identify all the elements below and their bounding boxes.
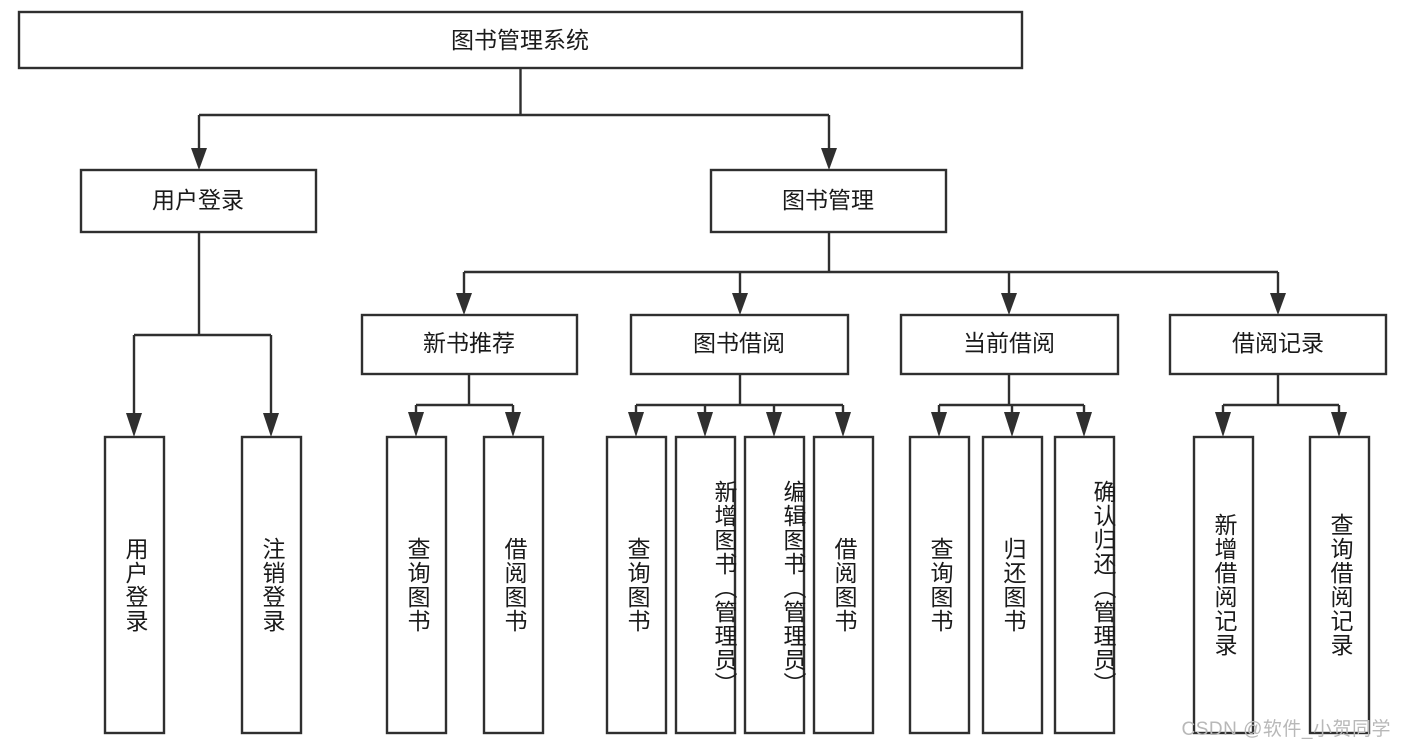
arrow-head-leaf-add-record	[1215, 412, 1231, 437]
node-book-borrow[interactable]: 图书借阅	[629, 313, 850, 376]
connector-group-book-manage	[456, 232, 1286, 315]
arrow-head-leaf-query-book-2	[628, 412, 644, 437]
arrow-head-leaf-add-book	[697, 412, 713, 437]
node-leaf-query-book-1-box[interactable]	[385, 435, 448, 735]
connector-group-borrow-records	[1215, 374, 1347, 437]
arrow-head-leaf-logout	[263, 413, 279, 437]
connector-group-root	[191, 68, 837, 170]
arrow-head-leaf-query-book-3	[931, 412, 947, 437]
node-current-borrow-label: 当前借阅	[963, 330, 1055, 356]
node-borrow-records[interactable]: 借阅记录	[1168, 313, 1388, 376]
node-leaf-add-book-box[interactable]	[674, 435, 737, 735]
node-new-book-recommend-label: 新书推荐	[423, 330, 515, 356]
node-leaf-query-book-2-box[interactable]	[605, 435, 668, 735]
node-user-login-label: 用户登录	[152, 187, 244, 213]
node-root-box[interactable]	[17, 10, 1024, 70]
node-user-login[interactable]: 用户登录	[79, 168, 318, 234]
node-current-borrow[interactable]: 当前借阅	[899, 313, 1120, 376]
connector-group-user-login	[126, 232, 279, 437]
arrow-head-leaf-return-book	[1004, 412, 1020, 437]
arrow-head-borrow-records	[1270, 293, 1286, 315]
connector-group-book-borrow	[628, 374, 851, 437]
arrow-head-leaf-confirm-return	[1076, 412, 1092, 437]
node-current-borrow-box[interactable]	[899, 313, 1120, 376]
node-borrow-records-label: 借阅记录	[1232, 330, 1324, 356]
node-borrow-records-box[interactable]	[1168, 313, 1388, 376]
arrow-head-leaf-borrow-book-1	[505, 412, 521, 437]
node-root[interactable]: 图书管理系统	[17, 10, 1024, 70]
arrow-head-book-manage	[821, 148, 837, 170]
csdn-watermark: CSDN @软件_小贺同学	[1181, 719, 1391, 740]
leaf-boxes	[103, 435, 1371, 735]
node-book-borrow-box[interactable]	[629, 313, 850, 376]
arrow-head-leaf-user-login	[126, 413, 142, 437]
connector-group-new-book-recommend	[408, 374, 521, 437]
node-leaf-edit-book-box[interactable]	[743, 435, 806, 735]
arrow-head-leaf-edit-book	[766, 412, 782, 437]
arrow-head-leaf-query-record	[1331, 412, 1347, 437]
arrow-head-new-book-recommend	[456, 293, 472, 315]
arrow-head-current-borrow	[1001, 293, 1017, 315]
arrow-head-book-borrow	[732, 293, 748, 315]
node-root-label: 图书管理系统	[451, 27, 589, 53]
node-leaf-return-book-box[interactable]	[981, 435, 1044, 735]
node-leaf-query-book-3-box[interactable]	[908, 435, 971, 735]
node-book-manage-box[interactable]	[709, 168, 948, 234]
node-book-manage[interactable]: 图书管理	[709, 168, 948, 234]
node-leaf-borrow-book-2-box[interactable]	[812, 435, 875, 735]
node-leaf-user-login-box[interactable]	[103, 435, 166, 735]
node-user-login-box[interactable]	[79, 168, 318, 234]
node-leaf-confirm-return-box[interactable]	[1053, 435, 1116, 735]
node-leaf-borrow-book-1-box[interactable]	[482, 435, 545, 735]
connector-group-current-borrow	[931, 374, 1092, 437]
arrow-head-leaf-borrow-book-2	[835, 412, 851, 437]
node-leaf-query-record-box[interactable]	[1308, 435, 1371, 735]
arrow-head-user-login	[191, 148, 207, 170]
node-new-book-recommend[interactable]: 新书推荐	[360, 313, 579, 376]
node-book-borrow-label: 图书借阅	[693, 330, 785, 356]
node-new-book-recommend-box[interactable]	[360, 313, 579, 376]
node-book-manage-label: 图书管理	[782, 187, 874, 213]
arrow-head-leaf-query-book-1	[408, 412, 424, 437]
node-leaf-add-record-box[interactable]	[1192, 435, 1255, 735]
node-leaf-logout-box[interactable]	[240, 435, 303, 735]
